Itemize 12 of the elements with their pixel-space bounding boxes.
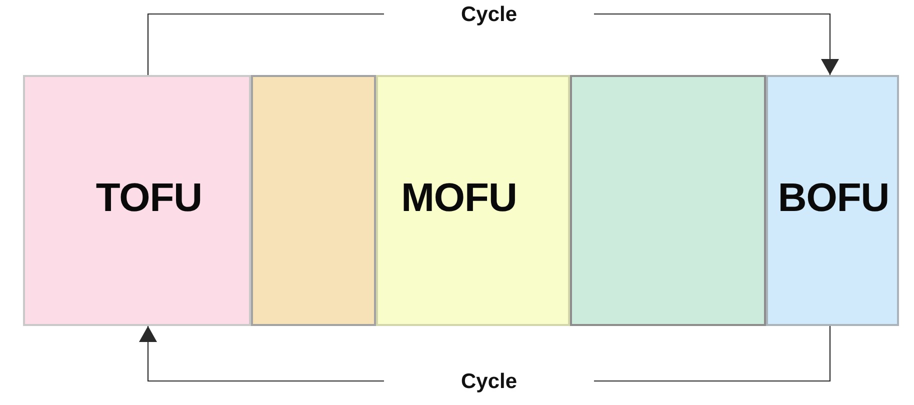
- stage-box: [376, 75, 570, 326]
- stage-label: TOFU: [96, 178, 202, 218]
- arrow: [147, 13, 839, 75]
- stage-label: MOFU: [401, 178, 517, 218]
- edge-label: Cycle: [459, 370, 520, 392]
- edge-label: Cycle: [459, 2, 520, 26]
- stage-box: [251, 75, 376, 326]
- stage-label: BOFU: [778, 178, 890, 218]
- arrow: [139, 326, 831, 382]
- stage-box: [570, 75, 766, 326]
- stage-box: [23, 75, 251, 326]
- stage-box: [766, 75, 899, 326]
